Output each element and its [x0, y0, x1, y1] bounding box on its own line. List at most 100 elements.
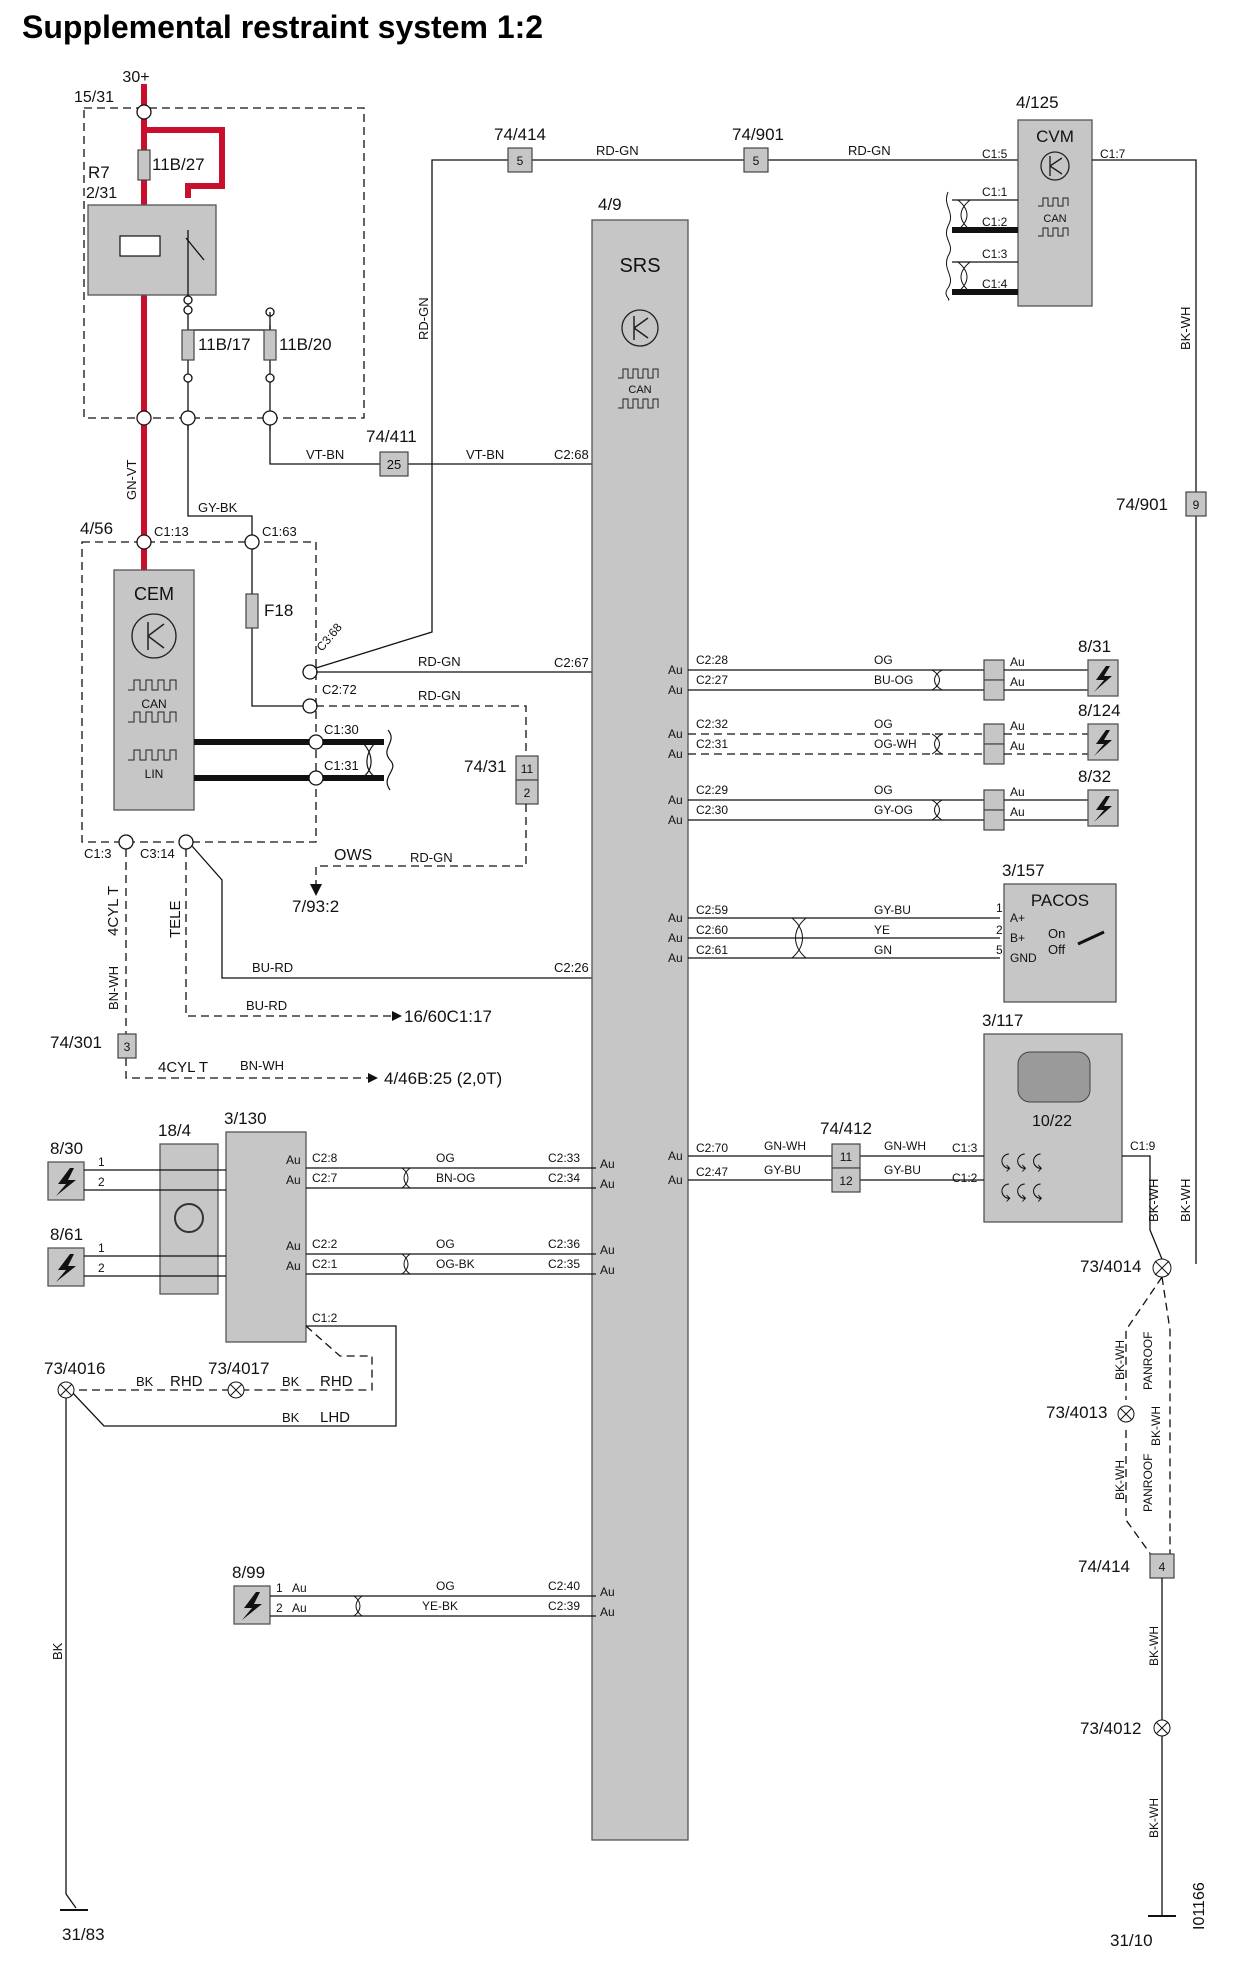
squib-830-icon	[56, 1168, 76, 1196]
ows-label: OWS	[334, 847, 372, 864]
cyl-wire-b	[125, 1058, 368, 1079]
cem-label: CEM	[134, 584, 174, 604]
lhd-wire	[69, 1325, 397, 1427]
srs-au-c2-29: Au	[668, 793, 683, 807]
conn-18-4-icon	[174, 1203, 204, 1233]
diagram-title: Supplemental restraint system 1:2	[22, 9, 543, 45]
m3130-au-4: Au	[286, 1259, 301, 1273]
cvm-transistor-glyph	[1049, 156, 1063, 176]
ground-31-83-label: 31/83	[62, 1925, 105, 1944]
tele-label: TELE	[167, 900, 184, 938]
squib-8124-au-1: Au	[1010, 719, 1025, 733]
bu-rd-wire	[191, 845, 596, 979]
cem-c1-3-node	[118, 834, 134, 850]
cem-can-signal-icon	[128, 679, 177, 691]
squib-899-ref: 8/99	[232, 1563, 265, 1582]
relay-label: R7	[88, 163, 110, 182]
squib-861-icon	[56, 1254, 76, 1282]
srs-au-c2-30: Au	[668, 813, 683, 827]
wire-label-gy-bu-a: GY-BU	[764, 1163, 801, 1177]
rd-gn-label-vert: RD-GN	[416, 297, 431, 340]
pacos-off: Off	[1048, 942, 1065, 957]
srs-ref: 4/9	[598, 195, 622, 214]
cem-transistor-glyph	[147, 622, 165, 650]
cem-c1-63-pin: C1:63	[262, 524, 297, 539]
fuse-box-ref: 15/31	[74, 89, 114, 106]
pacos-module	[1003, 883, 1117, 1003]
wire-label-gy-bu: GY-BU	[874, 903, 911, 917]
cem-c2-72-node	[302, 698, 318, 714]
wire-label-bn-og: BN-OG	[436, 1171, 475, 1185]
relay-coil	[119, 235, 161, 257]
tele-wire	[185, 849, 392, 1017]
twist-icon-l1	[401, 1167, 411, 1189]
ows-wire-a	[316, 705, 527, 756]
panroof-bkwh-b: BK-WH	[1149, 1406, 1163, 1446]
m3130-au-1: Au	[286, 1153, 301, 1167]
cem-c1-31-node	[308, 770, 324, 786]
pin-c2-7: C2:7	[312, 1171, 338, 1185]
squib-899-pin-1: 1	[276, 1581, 283, 1595]
squib-831-icon	[1094, 666, 1112, 692]
wire-label-og-899: OG	[436, 1579, 455, 1593]
cem-can-signal-icon-2	[128, 711, 177, 723]
srs-pin-c2-39: C2:39	[548, 1599, 580, 1613]
fuse-11b17-out-node	[183, 373, 193, 383]
ground-73-4012-label: 73/4012	[1080, 1719, 1141, 1738]
display-icon	[1017, 1051, 1091, 1103]
cvm-cut-icon	[945, 191, 952, 301]
vt-bn-label-b: VT-BN	[466, 447, 504, 462]
conn-pin-5	[983, 743, 1005, 765]
cvm-can-label: CAN	[1043, 213, 1066, 225]
bn-wh-label: BN-WH	[106, 966, 121, 1010]
bn-wh-label-b: BN-WH	[240, 1058, 284, 1073]
pacos-gnd: GND	[1010, 951, 1037, 965]
relay-sub-label: 2/31	[86, 185, 117, 202]
tele-destination: 16/60C1:17	[404, 1007, 492, 1026]
cem-c1-30-node	[308, 734, 324, 750]
m3130-au-3: Au	[286, 1239, 301, 1253]
tele-arrow-icon	[392, 1011, 402, 1021]
squib-831-au-2: Au	[1010, 675, 1025, 689]
pacos-ref: 3/157	[1002, 861, 1045, 880]
disp-leds-icon-2: ⤹ ⤹ ⤹	[1000, 1182, 1043, 1203]
cem-processor-icon	[131, 613, 177, 659]
cvm-pin-c1-1: C1:1	[982, 185, 1008, 199]
wire-label-og-3: OG	[874, 783, 893, 797]
wire-label-og-l1: OG	[436, 1151, 455, 1165]
wire-label-bu-og: BU-OG	[874, 673, 913, 687]
wire-label-og-2: OG	[874, 717, 893, 731]
fuse-11b27	[137, 149, 151, 181]
conn-74-31-pin2	[515, 779, 539, 805]
module-3-130	[225, 1131, 307, 1343]
srs-au-c2-61: Au	[668, 951, 683, 965]
fuse-f18	[245, 593, 259, 629]
disp-pin-c1-2: C1:2	[952, 1171, 978, 1185]
vt-bn-label-a: VT-BN	[306, 447, 344, 462]
srs-label: SRS	[619, 255, 660, 277]
cvm-twist-icon-a	[957, 199, 971, 231]
srs-au-c2-47: Au	[668, 1173, 683, 1187]
fuse-f18-label: F18	[264, 601, 293, 620]
squib-830-pin-2: 2	[98, 1175, 105, 1189]
rd-gn-wire-to-top	[315, 159, 508, 669]
fuse-11b20-out-node	[265, 373, 275, 383]
srs-pin-c2-31: C2:31	[696, 737, 728, 751]
rd-gn-label-ows-b: RD-GN	[410, 850, 453, 865]
srs-pin-c2-67: C2:67	[554, 655, 589, 670]
conn-pin-4	[983, 723, 1005, 745]
box-exit-node-c	[262, 410, 278, 426]
gy-bk-wire	[187, 425, 253, 540]
pin-c2-1: C2:1	[312, 1257, 338, 1271]
bk-wh-label-c: BK-WH	[1178, 1179, 1193, 1222]
srs-au-c2-59: Au	[668, 911, 683, 925]
conn-74-414-bot-ref: 74/414	[1078, 1557, 1130, 1576]
bu-rd-label: BU-RD	[252, 960, 293, 975]
cem-can-label: CAN	[141, 697, 166, 711]
squib-832-icon	[1094, 796, 1112, 822]
pacos-a-plus: A+	[1010, 911, 1025, 925]
conn-74-301	[117, 1033, 137, 1059]
srs-can-signal-icon	[618, 368, 659, 379]
srs-pin-c2-30: C2:30	[696, 803, 728, 817]
